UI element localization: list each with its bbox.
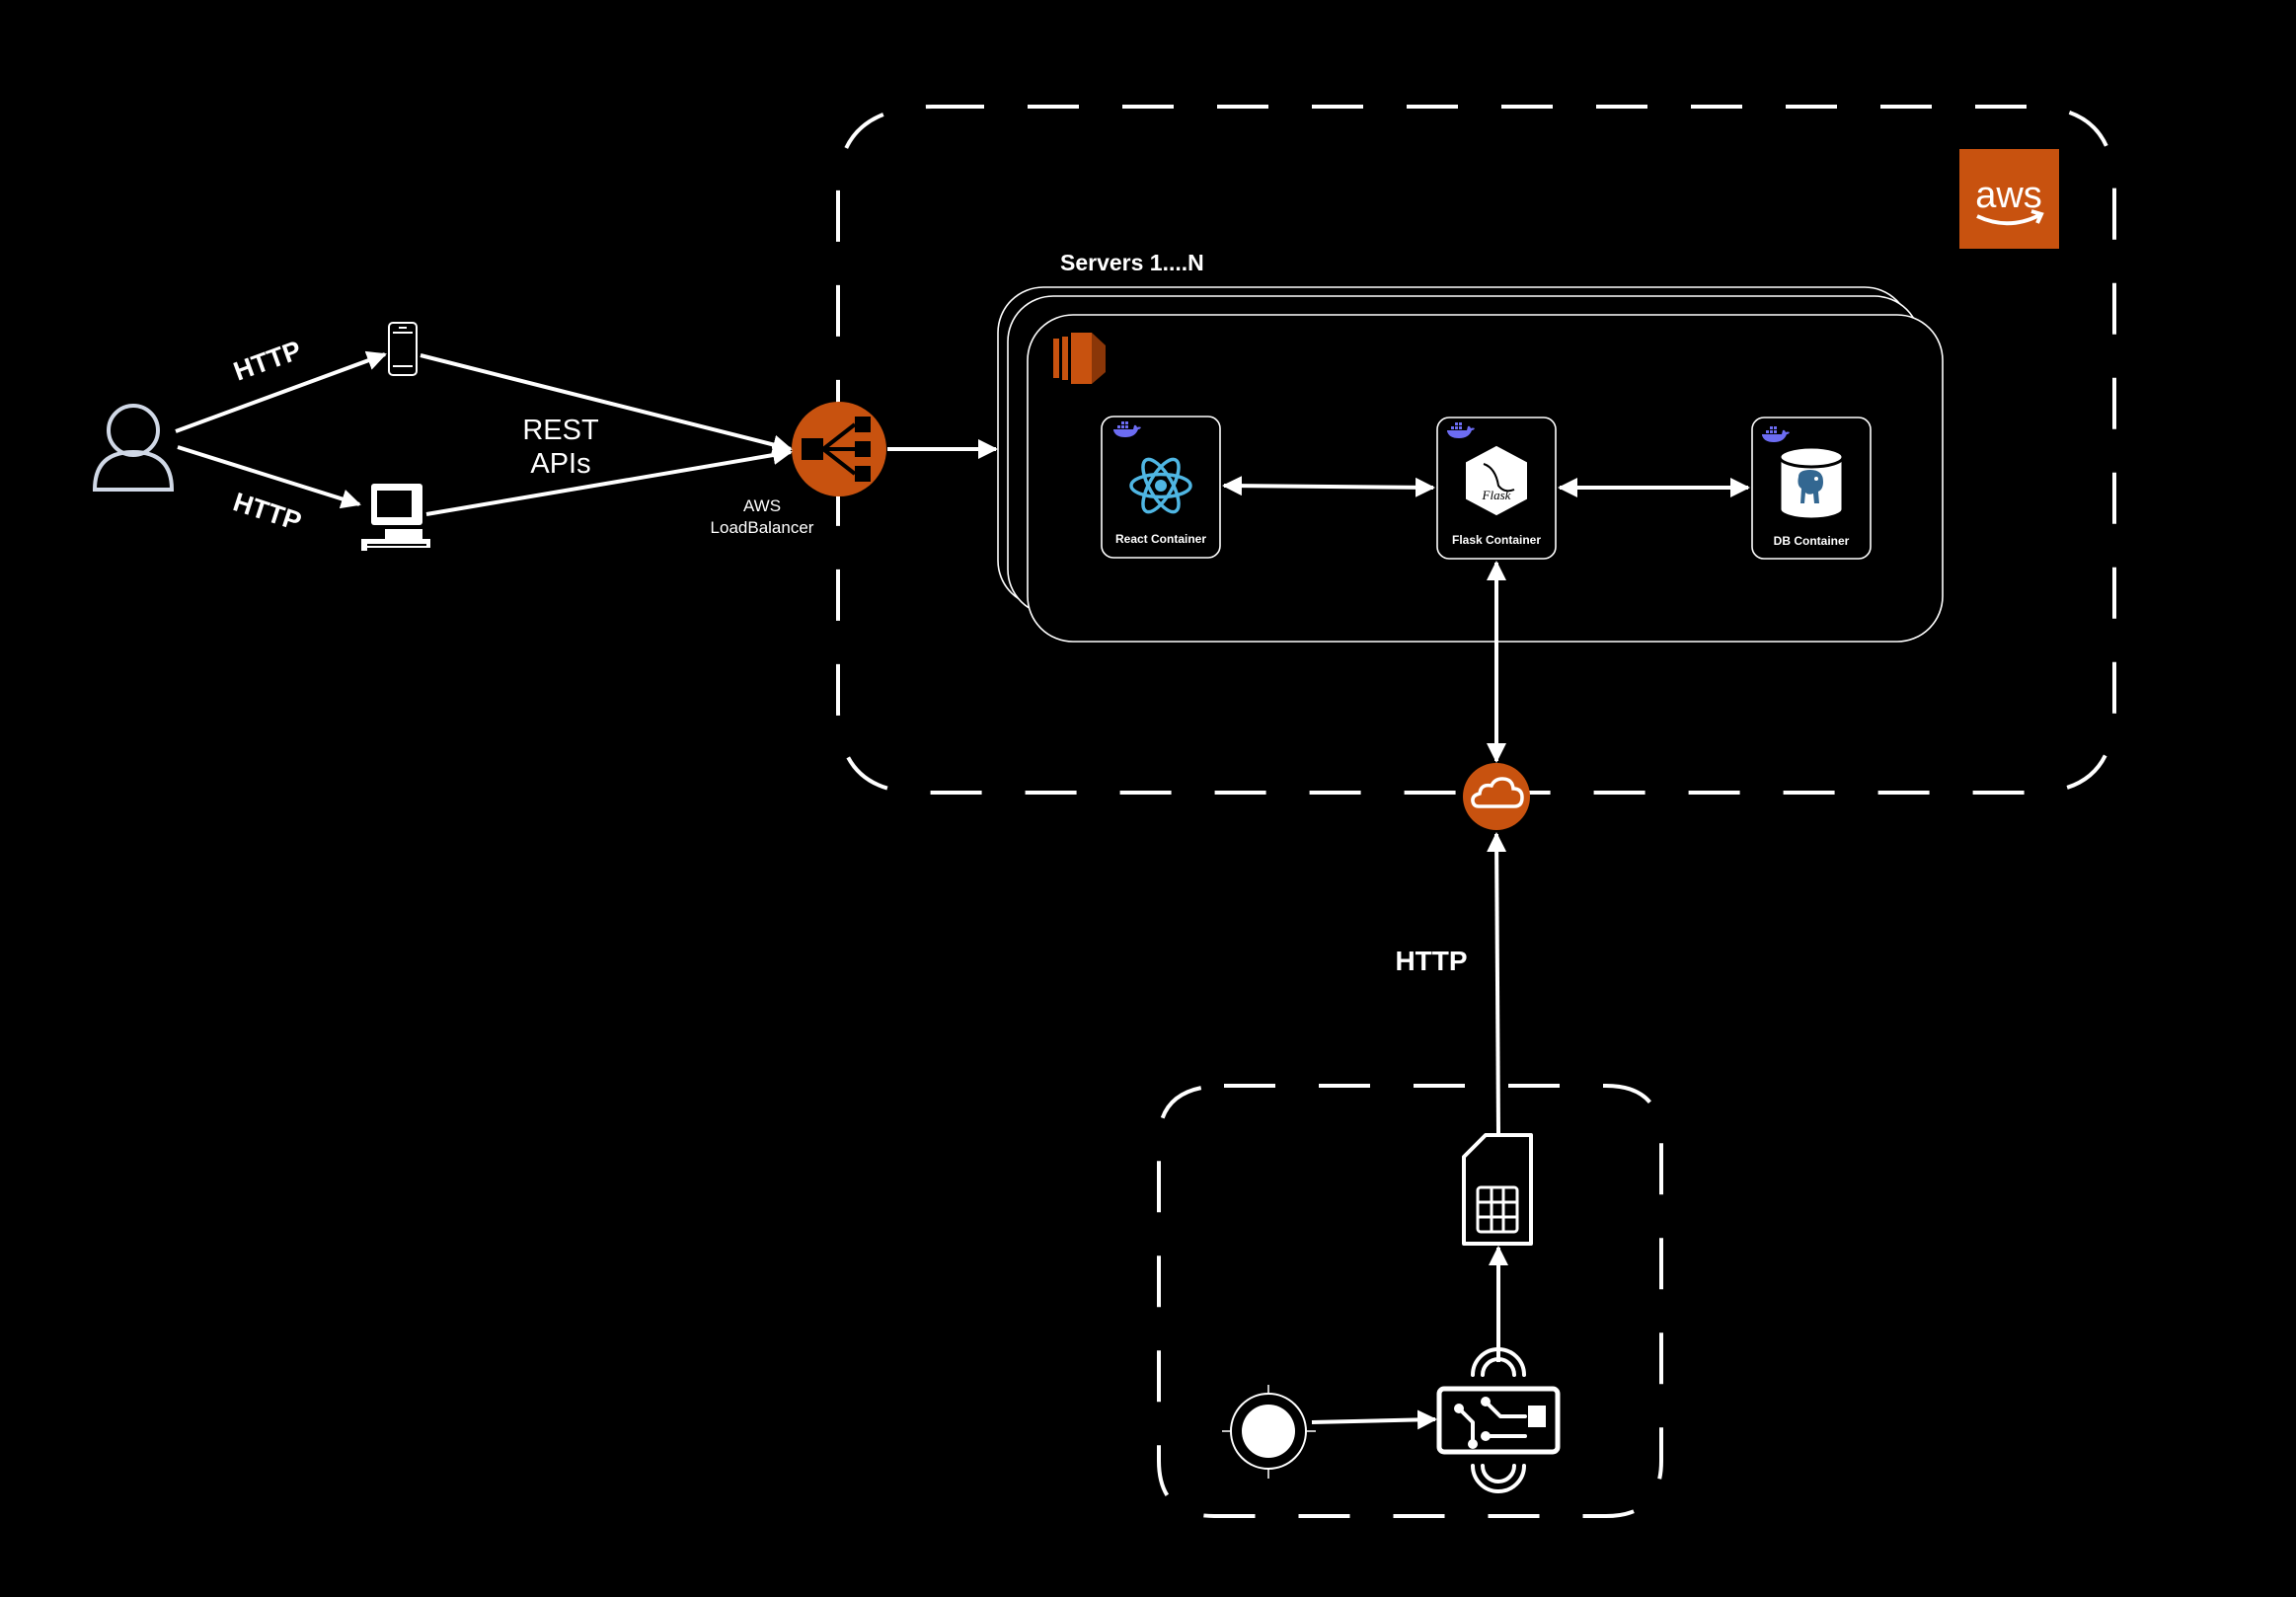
lb-label-line2: LoadBalancer	[711, 518, 814, 537]
desktop-computer-icon	[361, 484, 430, 551]
rest-apis-label-line2: APIs	[530, 448, 590, 480]
connector	[175, 350, 1750, 1430]
rest-apis-label-line1: REST	[522, 415, 599, 446]
postgresql-database-icon	[1778, 445, 1845, 521]
user-icon	[92, 404, 175, 492]
arrow-react-flask	[1222, 476, 1435, 497]
aws-cloud-region	[836, 105, 2116, 795]
aws-elastic-load-balancer-icon	[792, 402, 886, 496]
svg-text:Flask: Flask	[1482, 488, 1511, 502]
aws-logo-icon: aws	[1959, 149, 2059, 249]
http-label-desktop: HTTP	[230, 487, 305, 536]
mobile-phone-icon	[388, 322, 418, 376]
device-region	[1157, 1084, 1663, 1518]
sim-card-icon	[1462, 1133, 1533, 1246]
arrow-user-to-phone	[175, 350, 387, 433]
arrow-user-to-desktop	[177, 445, 361, 509]
aws-ec2-icon	[1052, 333, 1106, 384]
arrow-phone-to-lb	[420, 353, 793, 455]
sensor-icon	[1222, 1385, 1316, 1479]
arrow-sim-to-gateway	[1487, 832, 1507, 1134]
http-label-device: HTTP	[1395, 946, 1467, 976]
react-atom-icon	[1129, 457, 1192, 514]
http-label-phone: HTTP	[230, 335, 306, 386]
arrow-sensor-to-board	[1311, 1409, 1437, 1430]
db-container-label: DB Container	[1774, 534, 1850, 548]
svg-text:aws: aws	[1975, 175, 2042, 216]
arrow-desktop-to-lb	[425, 445, 793, 516]
react-container-label: React Container	[1115, 532, 1206, 546]
flask-logo-icon: Flask	[1466, 445, 1527, 516]
rfid-circuit-board-icon	[1436, 1347, 1561, 1493]
flask-container-label: Flask Container	[1452, 533, 1541, 547]
internet-gateway-cloud-icon	[1463, 763, 1530, 830]
servers-label: Servers 1....N	[1060, 250, 1204, 275]
lb-label-line1: AWS	[743, 496, 781, 515]
